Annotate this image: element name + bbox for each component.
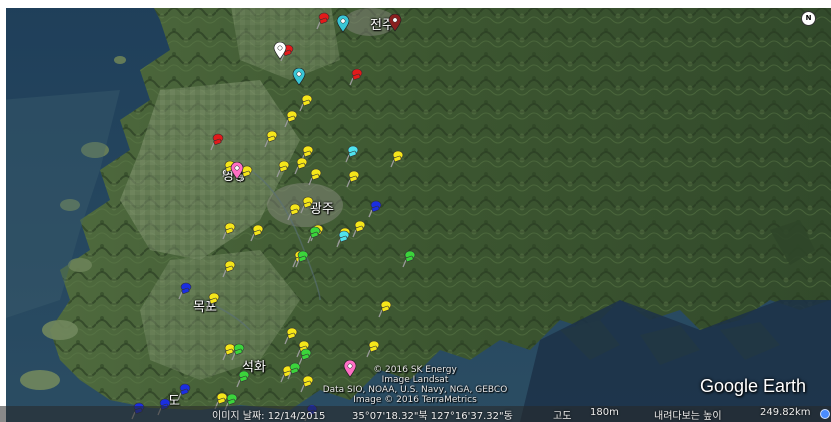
yellow-pushpin-icon[interactable] xyxy=(378,300,392,318)
cyan-pushpin-icon[interactable] xyxy=(336,230,350,248)
yellow-pushpin-icon[interactable] xyxy=(300,375,314,393)
yellow-pushpin-icon[interactable] xyxy=(294,157,308,175)
place-label-seokhwa: 석화 xyxy=(242,360,266,375)
green-pushpin-icon[interactable] xyxy=(231,343,245,361)
yellow-pushpin-icon[interactable] xyxy=(287,203,301,221)
pink-placemark-icon[interactable] xyxy=(343,360,357,378)
yellow-pushpin-icon[interactable] xyxy=(299,94,313,112)
place-label-jindo: 도 xyxy=(168,394,180,409)
elevation-label: 고도 xyxy=(553,411,572,422)
red-pushpin-icon[interactable] xyxy=(210,133,224,151)
blue-pushpin-icon[interactable] xyxy=(368,200,382,218)
yellow-pushpin-icon[interactable] xyxy=(284,110,298,128)
blue-pushpin-icon[interactable] xyxy=(178,282,192,300)
yellow-pushpin-icon[interactable] xyxy=(366,340,380,358)
green-pushpin-icon[interactable] xyxy=(287,362,301,380)
yellow-pushpin-icon[interactable] xyxy=(308,168,322,186)
yellow-pushpin-icon[interactable] xyxy=(214,392,228,410)
green-pushpin-icon[interactable] xyxy=(224,393,238,411)
credit-line: Image © 2016 TerraMetrics xyxy=(353,395,477,405)
yellow-pushpin-icon[interactable] xyxy=(300,196,314,214)
yellow-pushpin-icon[interactable] xyxy=(239,165,253,183)
imagery-credits: © 2016 SK Energy Image Landsat Data SIO,… xyxy=(300,365,530,405)
green-pushpin-icon[interactable] xyxy=(402,250,416,268)
white-placemark-icon[interactable] xyxy=(273,42,287,60)
yellow-pushpin-icon[interactable] xyxy=(284,327,298,345)
red-pushpin-icon[interactable] xyxy=(316,12,330,30)
image-border-left xyxy=(0,0,6,422)
teal-placemark-icon[interactable] xyxy=(336,15,350,33)
credit-line: Data SIO, NOAA, U.S. Navy, NGA, GEBCO xyxy=(322,385,508,395)
teal-placemark-icon[interactable] xyxy=(292,68,306,86)
yellow-pushpin-icon[interactable] xyxy=(206,292,220,310)
yellow-pushpin-icon[interactable] xyxy=(250,224,264,242)
darkred-placemark-icon[interactable] xyxy=(388,14,402,32)
green-pushpin-icon[interactable] xyxy=(307,226,321,244)
eye-altitude-label: 내려다보는 높이 xyxy=(654,411,722,422)
green-pushpin-icon[interactable] xyxy=(295,250,309,268)
status-bar: 이미지 날짜: 12/14/2015 35°07'18.32"북 127°16'… xyxy=(0,406,831,422)
red-pushpin-icon[interactable] xyxy=(349,68,363,86)
cursor-coordinates: 35°07'18.32"북 127°16'37.32"동 xyxy=(352,411,513,422)
yellow-pushpin-icon[interactable] xyxy=(346,170,360,188)
compass-north-icon[interactable]: N xyxy=(801,11,816,26)
green-pushpin-icon[interactable] xyxy=(298,348,312,366)
credit-line: © 2016 SK Energy xyxy=(373,365,457,375)
yellow-pushpin-icon[interactable] xyxy=(390,150,404,168)
image-border-top xyxy=(0,0,831,8)
yellow-pushpin-icon[interactable] xyxy=(222,343,236,361)
blue-pushpin-icon[interactable] xyxy=(177,383,191,401)
google-earth-logo: Google Earth xyxy=(700,376,807,396)
yellow-pushpin-icon[interactable] xyxy=(276,160,290,178)
green-pushpin-icon[interactable] xyxy=(236,370,250,388)
pink-placemark-icon[interactable] xyxy=(230,162,244,180)
elevation-value: 180m xyxy=(590,407,619,418)
yellow-pushpin-icon[interactable] xyxy=(222,260,236,278)
yellow-pushpin-icon[interactable] xyxy=(352,220,366,238)
streaming-status-icon xyxy=(820,409,830,419)
yellow-pushpin-icon[interactable] xyxy=(264,130,278,148)
place-label-gwangju: 광주 xyxy=(310,202,334,217)
imagery-date: 이미지 날짜: 12/14/2015 xyxy=(212,411,326,422)
credit-line: Image Landsat xyxy=(381,375,449,385)
cyan-pushpin-icon[interactable] xyxy=(345,145,359,163)
eye-altitude-value: 249.82km xyxy=(760,407,811,418)
place-label-jeonju: 전주 xyxy=(370,18,394,33)
yellow-pushpin-icon[interactable] xyxy=(222,222,236,240)
